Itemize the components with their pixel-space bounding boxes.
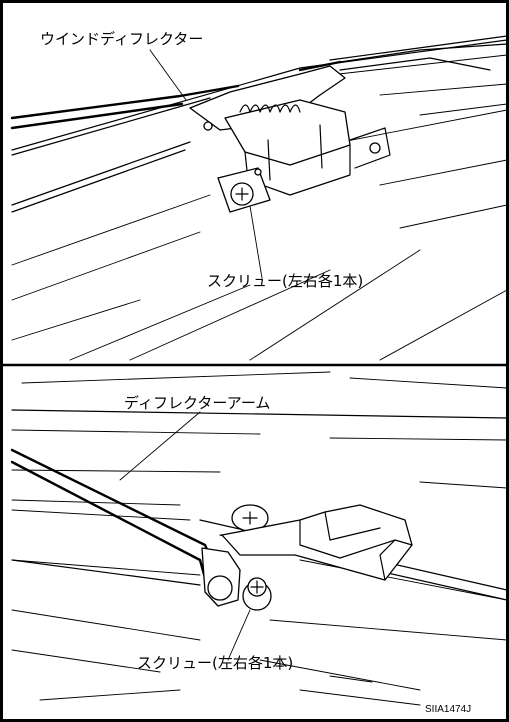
arm-leader-line [119,411,201,481]
bottom-panel: ディフレクターアーム スクリュー(左右各1本) SIIA1474J [10,371,508,715]
screw-label-bottom: スクリュー(左右各1本) [137,654,293,672]
top-panel: ウインドディフレクター スクリュー(左右各1本) [10,30,508,361]
deflector-leader-line [149,49,187,101]
screw-leader-line [249,205,263,279]
arm-label: ディフレクターアーム [124,394,270,412]
screw-label-top: スクリュー(左右各1本) [207,272,363,290]
deflector-label: ウインドディフレクター [40,30,203,48]
figure-code: SIIA1474J [425,704,471,715]
screw-leader-line-bottom [227,609,251,661]
